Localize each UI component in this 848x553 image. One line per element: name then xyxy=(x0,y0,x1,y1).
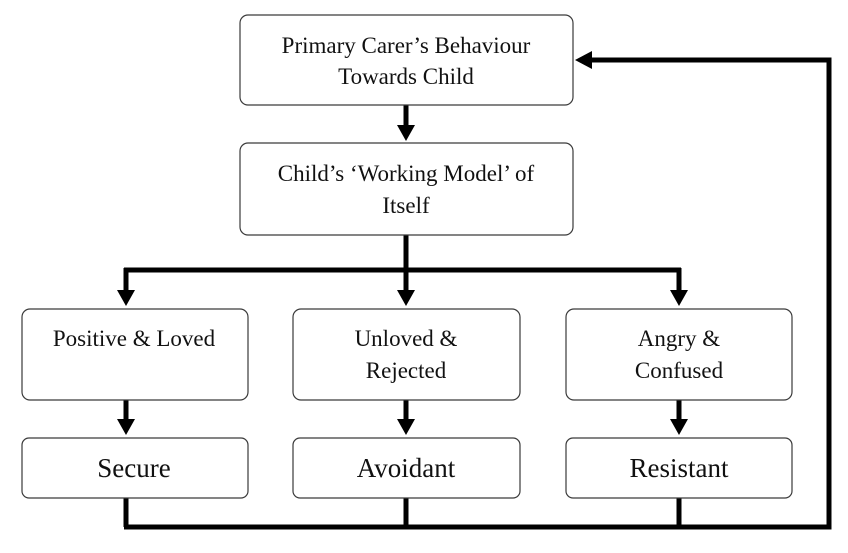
node-primary-carer: Primary Carer’s Behaviour Towards Child xyxy=(239,14,574,106)
arrowhead-working xyxy=(397,125,415,141)
node-angry-confused-line-2: Confused xyxy=(635,358,724,383)
node-positive-loved-label: Positive & Loved xyxy=(53,326,216,351)
arrowhead-positive xyxy=(117,290,135,306)
node-unloved-rejected: Unloved & Rejected xyxy=(292,308,521,401)
node-primary-carer-line-2: Towards Child xyxy=(338,64,474,89)
node-secure-label: Secure xyxy=(97,453,170,483)
node-unloved-rejected-line-1: Unloved & xyxy=(355,326,458,351)
node-working-model-line-2: Itself xyxy=(382,193,430,218)
node-secure: Secure xyxy=(21,437,249,499)
node-angry-confused-line-1: Angry & xyxy=(638,326,721,351)
arrowhead-resistant xyxy=(670,419,688,435)
node-resistant: Resistant xyxy=(565,437,793,499)
arrowhead-secure xyxy=(117,419,135,435)
node-working-model: Child’s ‘Working Model’ of Itself xyxy=(239,142,574,236)
node-unloved-rejected-line-2: Rejected xyxy=(366,358,447,383)
node-avoidant: Avoidant xyxy=(292,437,521,499)
node-primary-carer-line-1: Primary Carer’s Behaviour xyxy=(282,33,531,58)
arrowhead-feedback-primary xyxy=(575,51,592,69)
node-angry-confused: Angry & Confused xyxy=(565,308,793,401)
arrowhead-avoidant xyxy=(397,419,415,435)
connectors xyxy=(117,51,832,530)
node-avoidant-label: Avoidant xyxy=(357,453,456,483)
arrowhead-angry xyxy=(670,290,688,306)
node-resistant-label: Resistant xyxy=(630,453,729,483)
feedback-loop-line xyxy=(124,57,832,530)
node-positive-loved: Positive & Loved xyxy=(21,308,249,401)
node-working-model-line-1: Child’s ‘Working Model’ of xyxy=(278,161,535,186)
arrowhead-unloved xyxy=(397,290,415,306)
